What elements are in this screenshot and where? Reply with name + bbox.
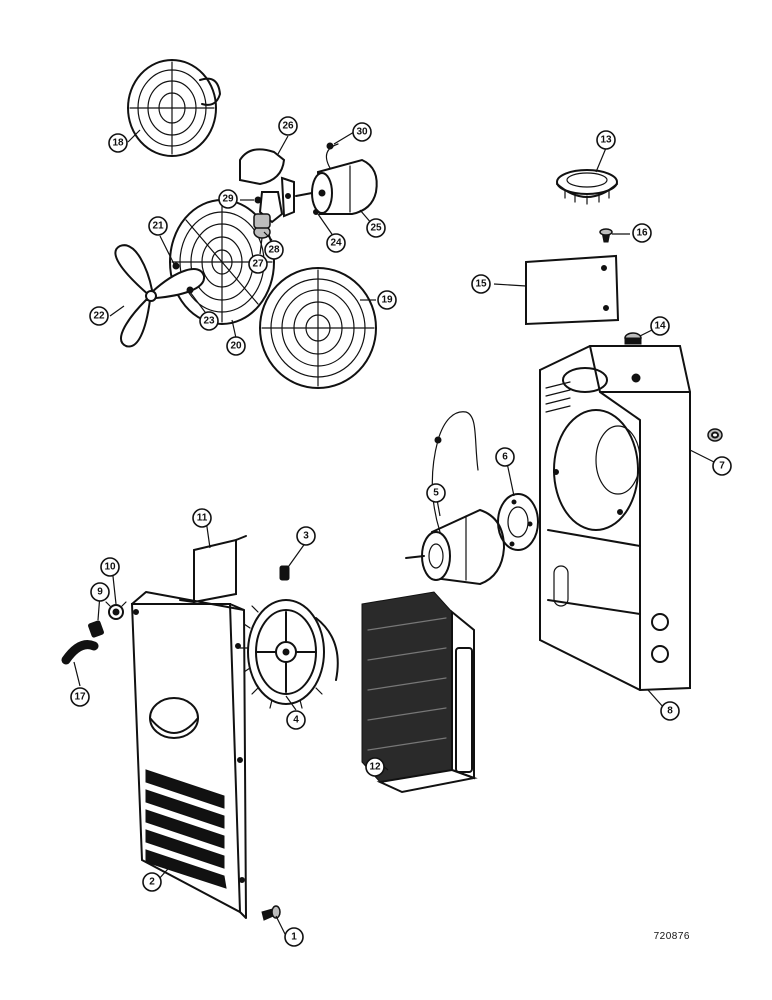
svg-text:9: 9 [97,587,103,598]
svg-text:21: 21 [152,221,164,232]
callout-28: 28 [264,240,284,260]
callout-10: 10 [100,557,120,577]
svg-text:2: 2 [149,877,155,888]
callout-21: 21 [148,216,168,236]
blower-wheel [239,599,339,709]
callout-2: 2 [142,872,162,892]
fan-guard-rear-small [127,59,221,157]
svg-text:23: 23 [203,316,215,327]
motor-mount-bracket [239,148,295,224]
motor-mounting-ring [497,493,539,551]
panel-screw [261,905,281,921]
callout-16: 16 [632,223,652,243]
svg-text:30: 30 [356,127,368,138]
clamp-knob [253,213,271,239]
fan-guard-front [169,199,275,325]
callout-25: 25 [366,218,386,238]
small-fasteners [172,142,334,294]
front-panel [130,591,247,919]
svg-text:16: 16 [636,228,648,239]
hose-nipple [88,620,104,638]
svg-text:27: 27 [252,259,264,270]
callout-17: 17 [70,687,90,707]
callout-11: 11 [192,508,212,528]
callout-15: 15 [471,274,491,294]
svg-text:8: 8 [667,706,673,717]
svg-text:22: 22 [93,311,105,322]
blower-motor [405,411,506,586]
callout-8: 8 [660,701,680,721]
callout-29: 29 [218,189,238,209]
svg-text:11: 11 [197,513,208,524]
hose [61,640,99,665]
svg-text:29: 29 [222,194,234,205]
hose-clamp [105,601,127,620]
svg-text:4: 4 [293,715,299,726]
callout-14: 14 [650,316,670,336]
callout-24: 24 [326,233,346,253]
fan-guard-rear-large [259,267,377,389]
fan-motor [295,143,378,215]
svg-text:25: 25 [370,223,382,234]
callout-30: 30 [352,122,372,142]
callout-18: 18 [108,133,128,153]
callout-5: 5 [426,483,446,503]
svg-text:12: 12 [369,762,381,773]
callout-22: 22 [89,306,109,326]
nut [707,428,723,442]
bracket-clip [179,535,247,604]
callout-6: 6 [495,447,515,467]
callout-20: 20 [226,336,246,356]
screw-top [599,228,613,243]
cover-plate [525,254,620,326]
svg-text:1: 1 [291,932,297,943]
callout-4: 4 [286,710,306,730]
svg-text:20: 20 [230,341,242,352]
callout-26: 26 [278,116,298,136]
svg-text:24: 24 [330,238,342,249]
svg-text:5: 5 [433,488,439,499]
svg-text:28: 28 [268,245,280,256]
callout-23: 23 [199,311,219,331]
callout-19: 19 [377,290,397,310]
heater-core [361,591,478,794]
callout-3: 3 [296,526,316,546]
svg-text:10: 10 [104,562,116,573]
heater-housing [539,345,691,692]
rubber-plug [624,332,642,345]
callout-12: 12 [365,757,385,777]
svg-text:7: 7 [719,461,725,472]
svg-text:14: 14 [654,321,666,332]
svg-text:13: 13 [600,135,612,146]
svg-text:6: 6 [502,452,508,463]
svg-text:19: 19 [381,295,393,306]
callout-9: 9 [90,582,110,602]
fan-blade [114,244,206,348]
callout-27: 27 [248,254,268,274]
svg-text:3: 3 [303,531,309,542]
drawing-number: 720876 [653,931,690,942]
callout-7: 7 [712,456,732,476]
callout-1: 1 [284,927,304,947]
svg-text:18: 18 [112,138,124,149]
svg-text:15: 15 [475,279,487,290]
svg-text:17: 17 [74,692,86,703]
svg-text:26: 26 [282,121,294,132]
grommet-ring [556,169,618,205]
callout-13: 13 [596,130,616,150]
